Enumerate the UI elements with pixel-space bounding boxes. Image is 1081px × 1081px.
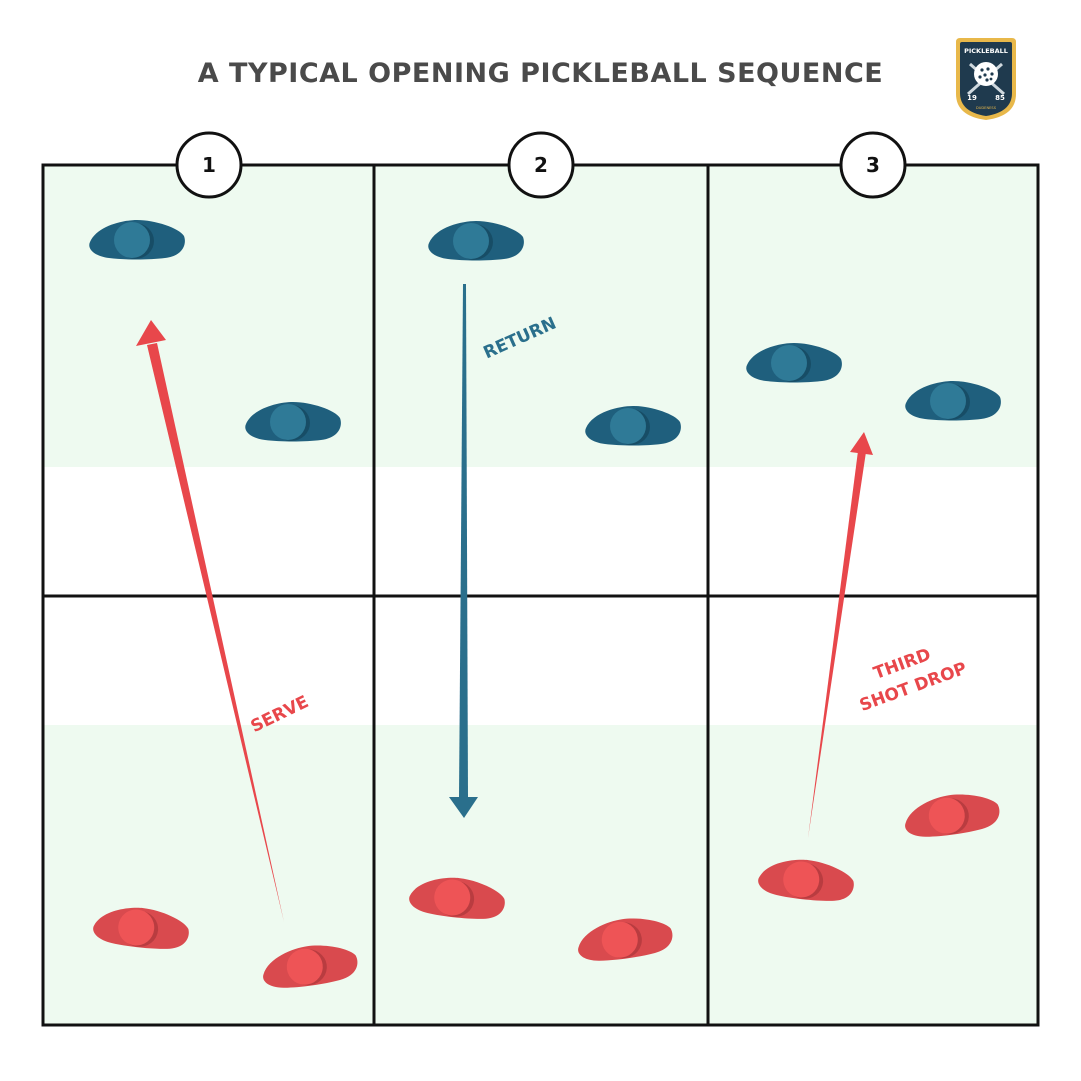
logo-year-right: 85 <box>995 94 1005 102</box>
step-badge-3: 3 <box>839 131 907 199</box>
step-number-1: 1 <box>202 153 216 177</box>
return-arrow <box>449 284 478 818</box>
logo-top-text: PICKLEBALL <box>964 47 1008 55</box>
logo-year-left: 19 <box>967 94 977 102</box>
pickleball-logo: PICKLEBALL 19 85 DUDENESS <box>956 38 1016 120</box>
pickleball-paddles-icon <box>967 62 1005 96</box>
page-title: A TYPICAL OPENING PICKLEBALL SEQUENCE <box>197 58 884 89</box>
third-shot-drop-arrow <box>808 432 873 838</box>
court-3 <box>706 163 1040 1027</box>
step-badge-2: 2 <box>507 131 575 199</box>
step-badge-1: 1 <box>175 131 243 199</box>
step-number-3: 3 <box>866 153 880 177</box>
logo-bottom-text: DUDENESS <box>976 106 997 110</box>
serve-arrow <box>136 320 284 922</box>
step-number-2: 2 <box>534 153 548 177</box>
